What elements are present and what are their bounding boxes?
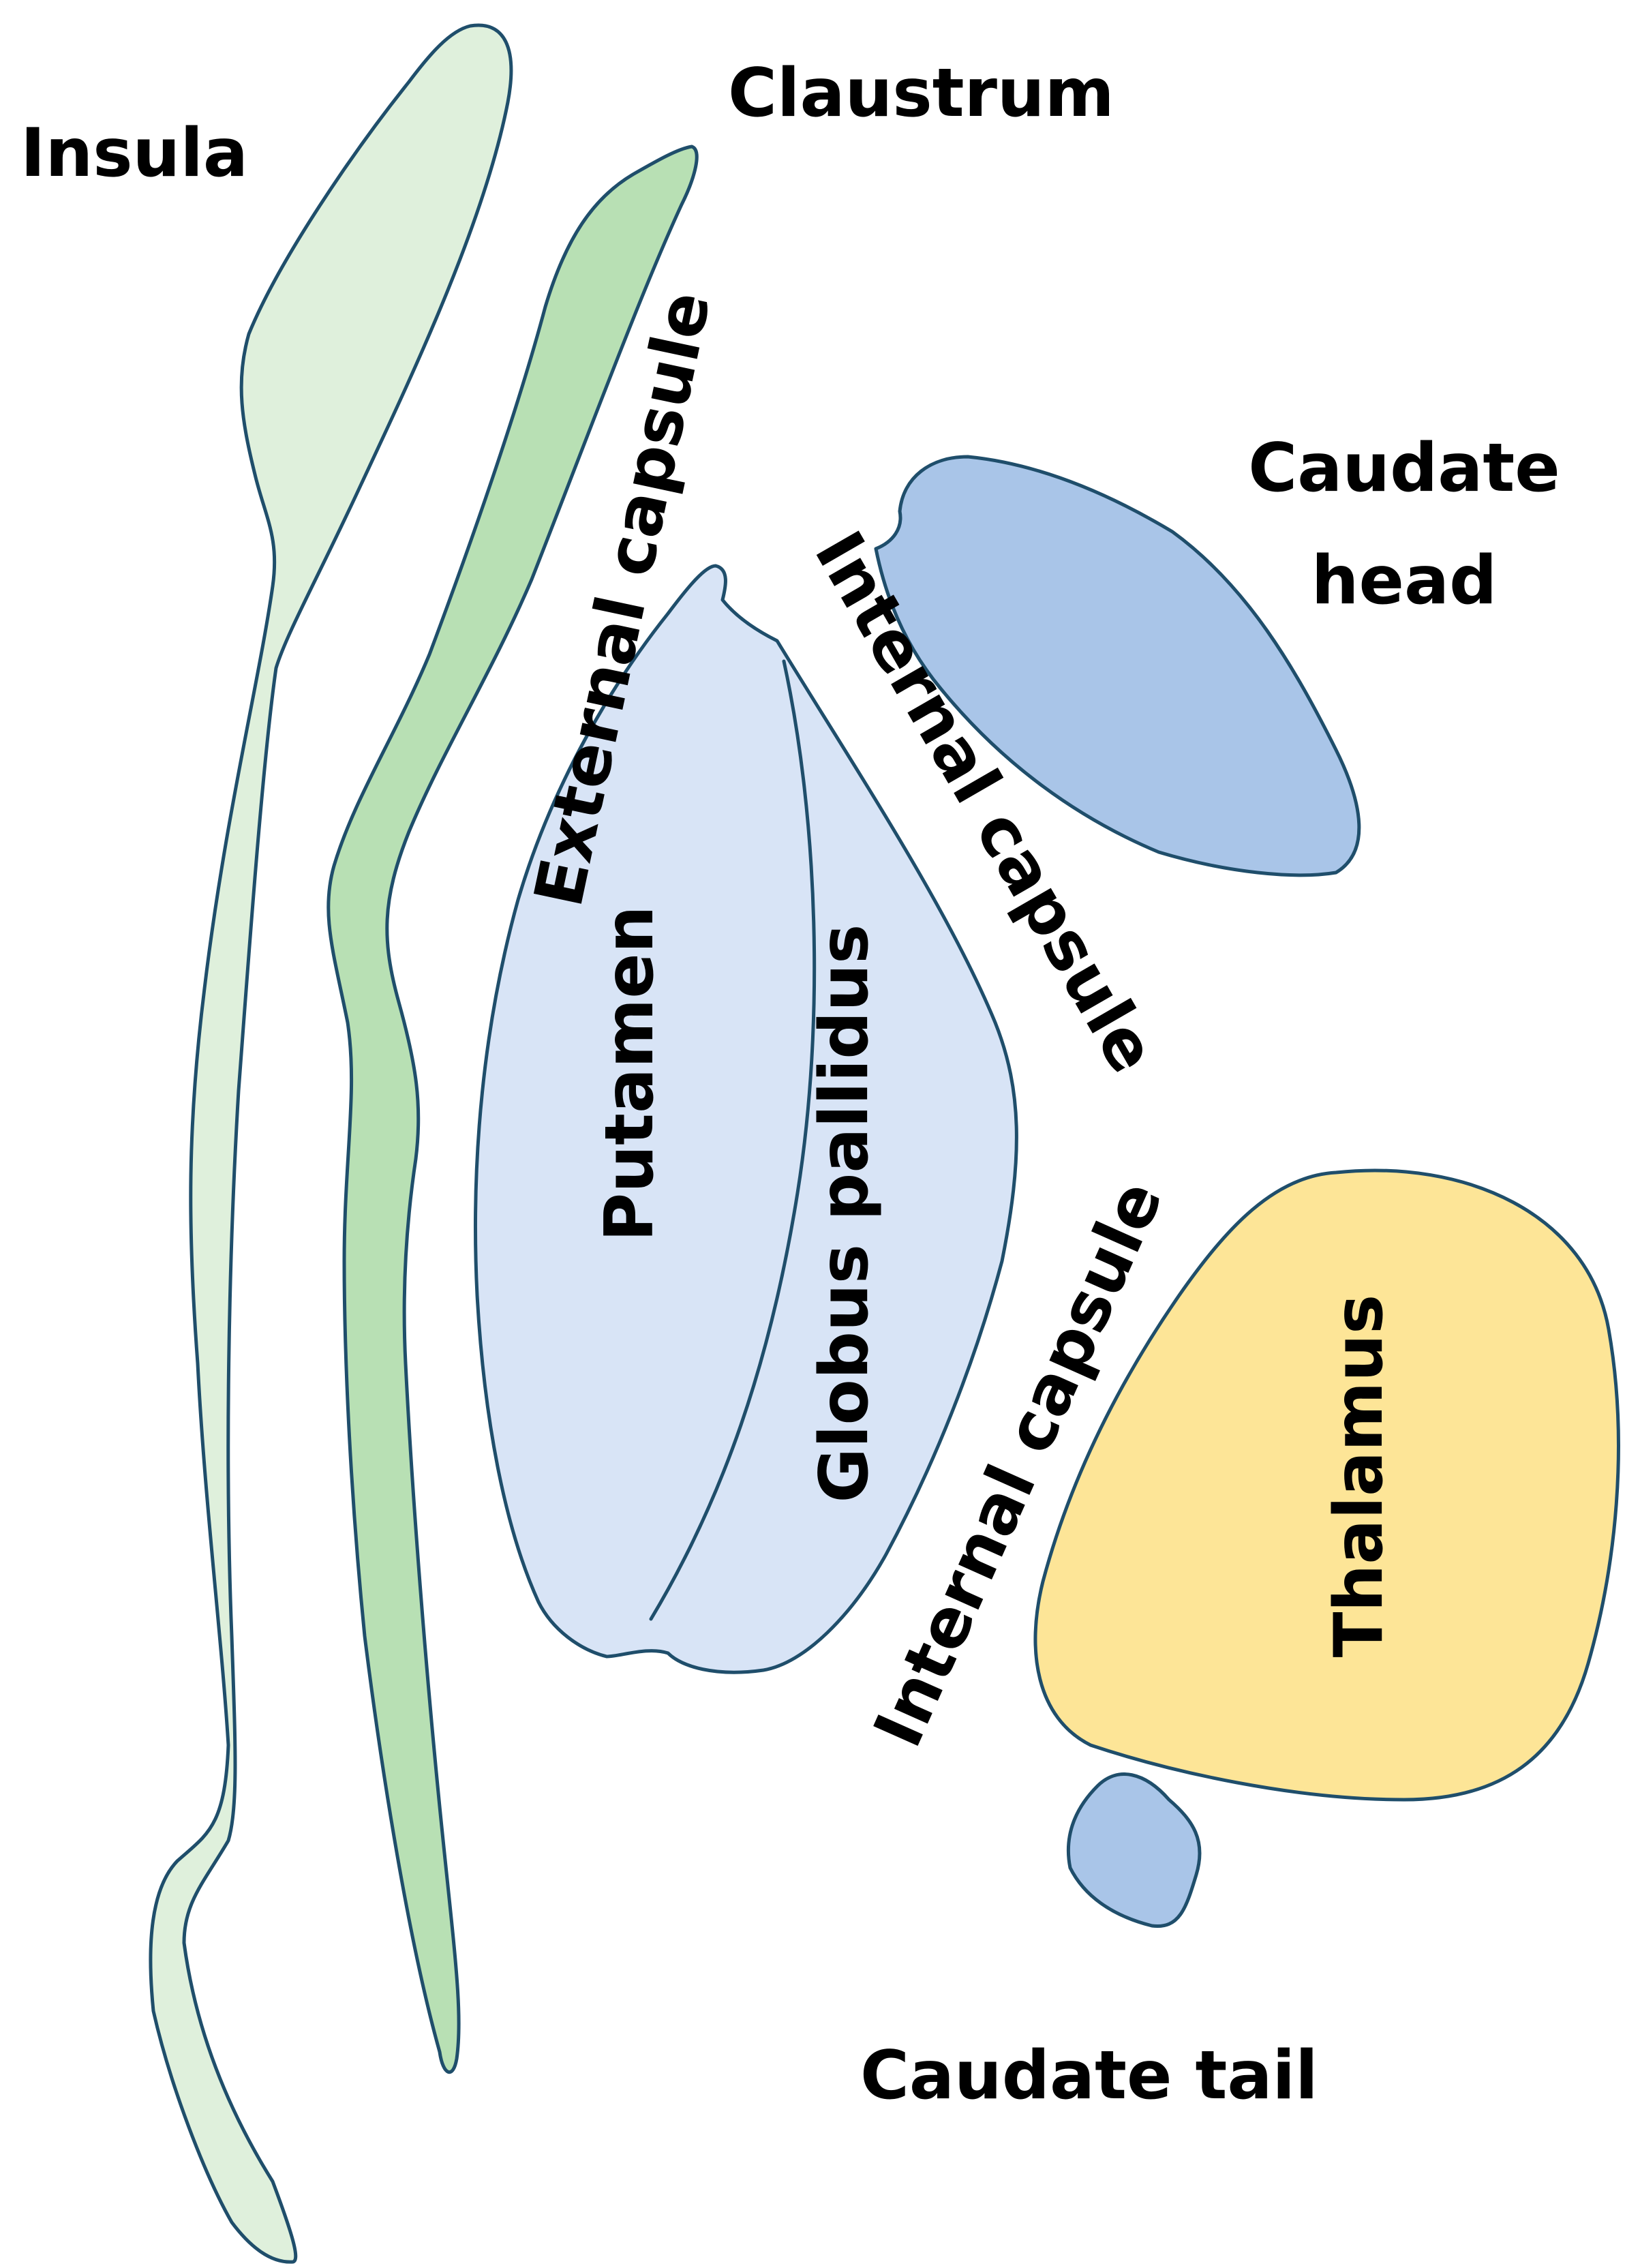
insula-label: Insula — [20, 115, 248, 192]
putamen-pallidus-divider — [649, 659, 817, 1621]
caudate-tail-label: Caudate tail — [860, 2037, 1318, 2115]
claustrum-label: Claustrum — [728, 55, 1114, 132]
caudate-tail-region — [1066, 1772, 1202, 1929]
thalamus-label: Thalamus — [1320, 1295, 1398, 1658]
claustrum-region — [327, 145, 699, 2074]
thalamus-region — [1033, 1168, 1620, 1802]
caudate-head-region — [874, 455, 1361, 877]
globus-pallidus-label: Globus pallidus — [806, 924, 883, 1502]
caudate-head-label-line2: head — [1311, 542, 1498, 620]
caudate-head-label-line1: Caudate — [1248, 429, 1560, 507]
insula-region — [149, 23, 513, 2264]
putamen-label: Putamen — [591, 906, 669, 1242]
lentiform-nucleus-region — [474, 564, 1018, 1674]
